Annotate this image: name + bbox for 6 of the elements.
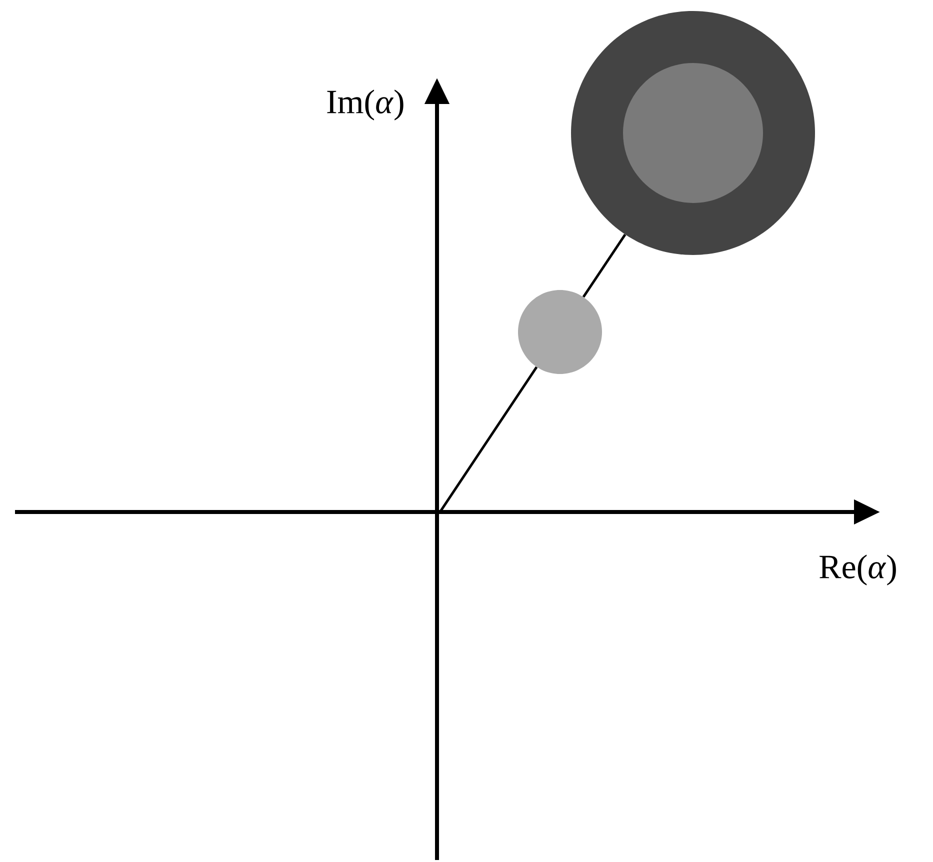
line [582, 234, 626, 298]
axis-label: Re(α) [820, 554, 896, 586]
disc [518, 290, 602, 374]
disc [571, 11, 815, 255]
line [438, 366, 538, 513]
axis-label: Im(α) [327, 90, 404, 120]
